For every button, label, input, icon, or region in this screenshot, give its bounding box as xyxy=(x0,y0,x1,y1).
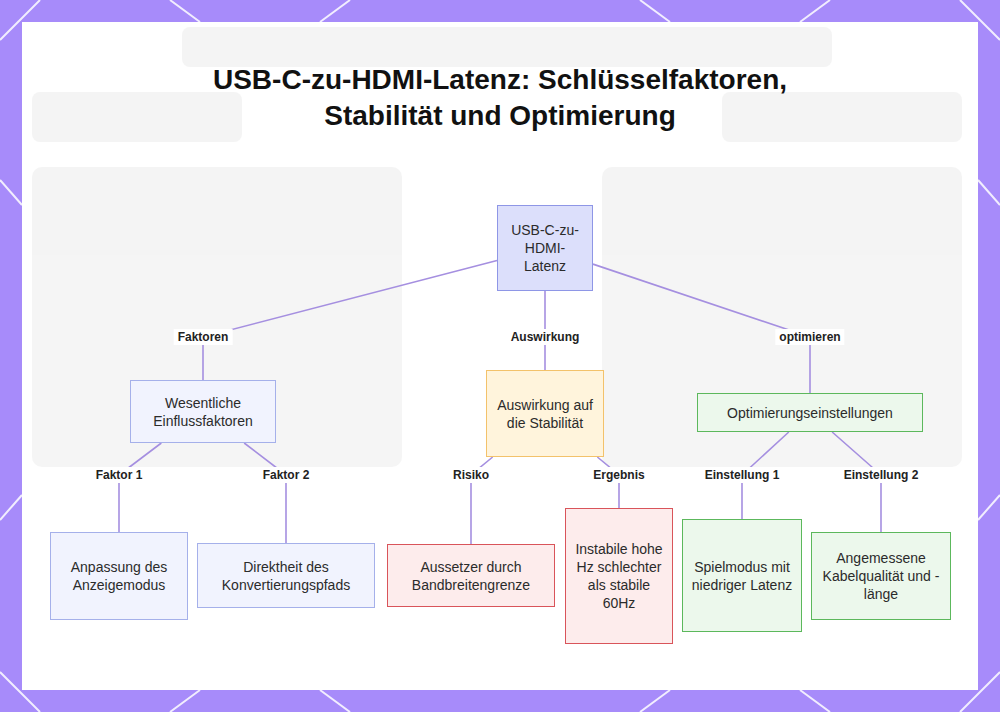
box-text: Angemessene Kabelqualität und -länge xyxy=(820,549,942,603)
box-text: Direktheit des Konvertierungspfads xyxy=(206,558,366,594)
concept-box: Auswirkung auf die Stabilität xyxy=(486,370,604,457)
box-text: USB-C-zu-HDMI-Latenz xyxy=(506,221,584,275)
root-box: USB-C-zu-HDMI-Latenz xyxy=(497,205,593,291)
diagram-title: USB-C-zu-HDMI-Latenz: Schlüsselfaktoren,… xyxy=(210,62,790,134)
edge-label: Auswirkung xyxy=(507,329,584,345)
edge-label: Faktoren xyxy=(174,329,233,345)
box-text: Aussetzer durch Bandbreitengrenze xyxy=(396,558,546,594)
connector-line xyxy=(119,443,161,532)
concept-box: Aussetzer durch Bandbreitengrenze xyxy=(387,544,555,607)
edge-label: Faktor 2 xyxy=(259,467,314,483)
box-text: Wesentliche Einflussfaktoren xyxy=(139,394,267,430)
edge-label: Ergebnis xyxy=(589,467,648,483)
concept-box: Angemessene Kabelqualität und -länge xyxy=(811,532,951,620)
connector-line xyxy=(244,443,286,543)
concept-box: Instabile hohe Hz schlechter als stabile… xyxy=(565,508,673,644)
box-text: Auswirkung auf die Stabilität xyxy=(495,396,595,432)
box-text: Spielmodus mit niedriger Latenz xyxy=(691,558,793,594)
edge-label: optimieren xyxy=(775,329,844,345)
concept-box: Wesentliche Einflussfaktoren xyxy=(130,380,276,443)
concept-box: Anpassung des Anzeigemodus xyxy=(50,532,188,620)
concept-box: Spielmodus mit niedriger Latenz xyxy=(682,519,802,632)
concept-box: Optimierungseinstellungen xyxy=(697,393,923,432)
edge-label: Einstellung 2 xyxy=(840,467,923,483)
edge-label: Einstellung 1 xyxy=(701,467,784,483)
box-text: Optimierungseinstellungen xyxy=(727,404,893,422)
box-text: Instabile hohe Hz schlechter als stabile… xyxy=(574,540,664,612)
edge-label: Risiko xyxy=(449,467,493,483)
concept-box: Direktheit des Konvertierungspfads xyxy=(197,543,375,608)
box-text: Anpassung des Anzeigemodus xyxy=(59,558,179,594)
connector-line xyxy=(203,260,497,380)
edge-label: Faktor 1 xyxy=(92,467,147,483)
